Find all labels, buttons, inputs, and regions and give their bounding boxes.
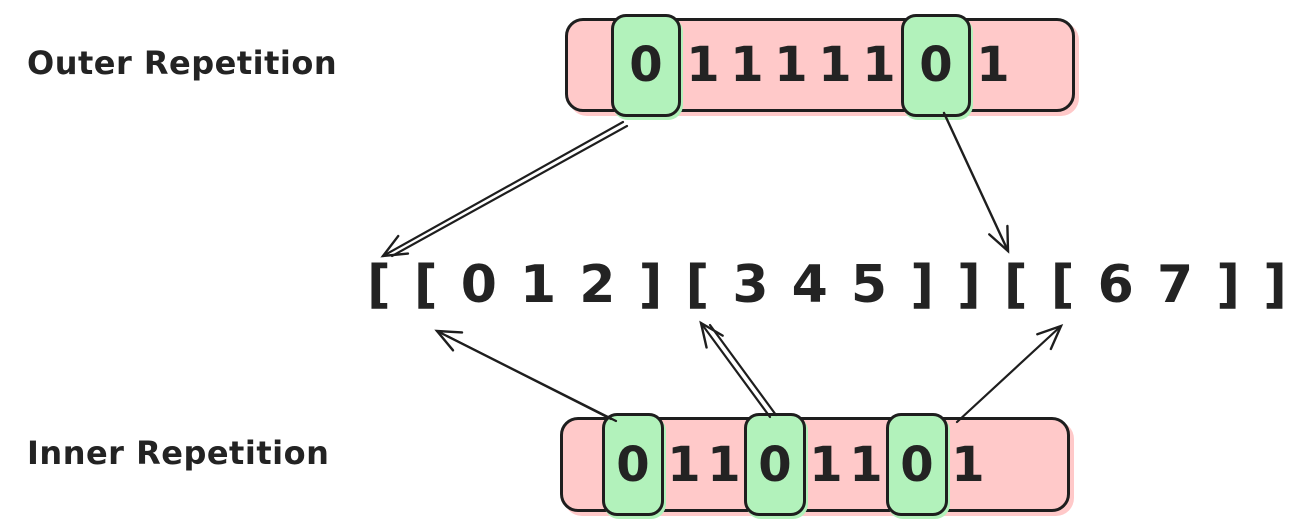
bit-5: 1	[849, 436, 883, 493]
outer-repetition-label: Outer Repetition	[27, 44, 338, 82]
bit-4: 1	[809, 436, 843, 493]
highlighted-bit-6: 0	[901, 13, 971, 117]
bit-2: 1	[707, 436, 741, 493]
bit-2: 1	[730, 37, 764, 93]
arrow-outer-bit0-to-group1	[380, 120, 629, 258]
bit-1: 1	[686, 37, 720, 93]
highlighted-bit-0: 0	[602, 413, 664, 516]
arrow-inner-bit3-to-group-345	[699, 320, 778, 419]
arrow-inner-bit0-to-group-012	[434, 329, 618, 423]
highlighted-bit-3: 0	[744, 413, 806, 516]
arrow-inner-bit6-to-group-67	[955, 323, 1064, 424]
bit-7: 1	[976, 37, 1010, 93]
highlighted-bit-0: 0	[611, 13, 681, 117]
bit-4: 1	[818, 37, 852, 93]
bit-3: 1	[774, 37, 808, 93]
inner-repetition-label: Inner Repetition	[27, 434, 330, 472]
bit-1: 1	[667, 436, 701, 493]
bit-7: 1	[951, 436, 985, 493]
nested-brackets-sequence: [ [ 0 1 2 ] [ 3 4 5 ] ] [ [ 6 7 ] ]	[367, 255, 1290, 315]
bit-5: 1	[862, 37, 896, 93]
arrow-outer-bit6-to-group2	[942, 111, 1010, 254]
highlighted-bit-6: 0	[886, 413, 948, 516]
